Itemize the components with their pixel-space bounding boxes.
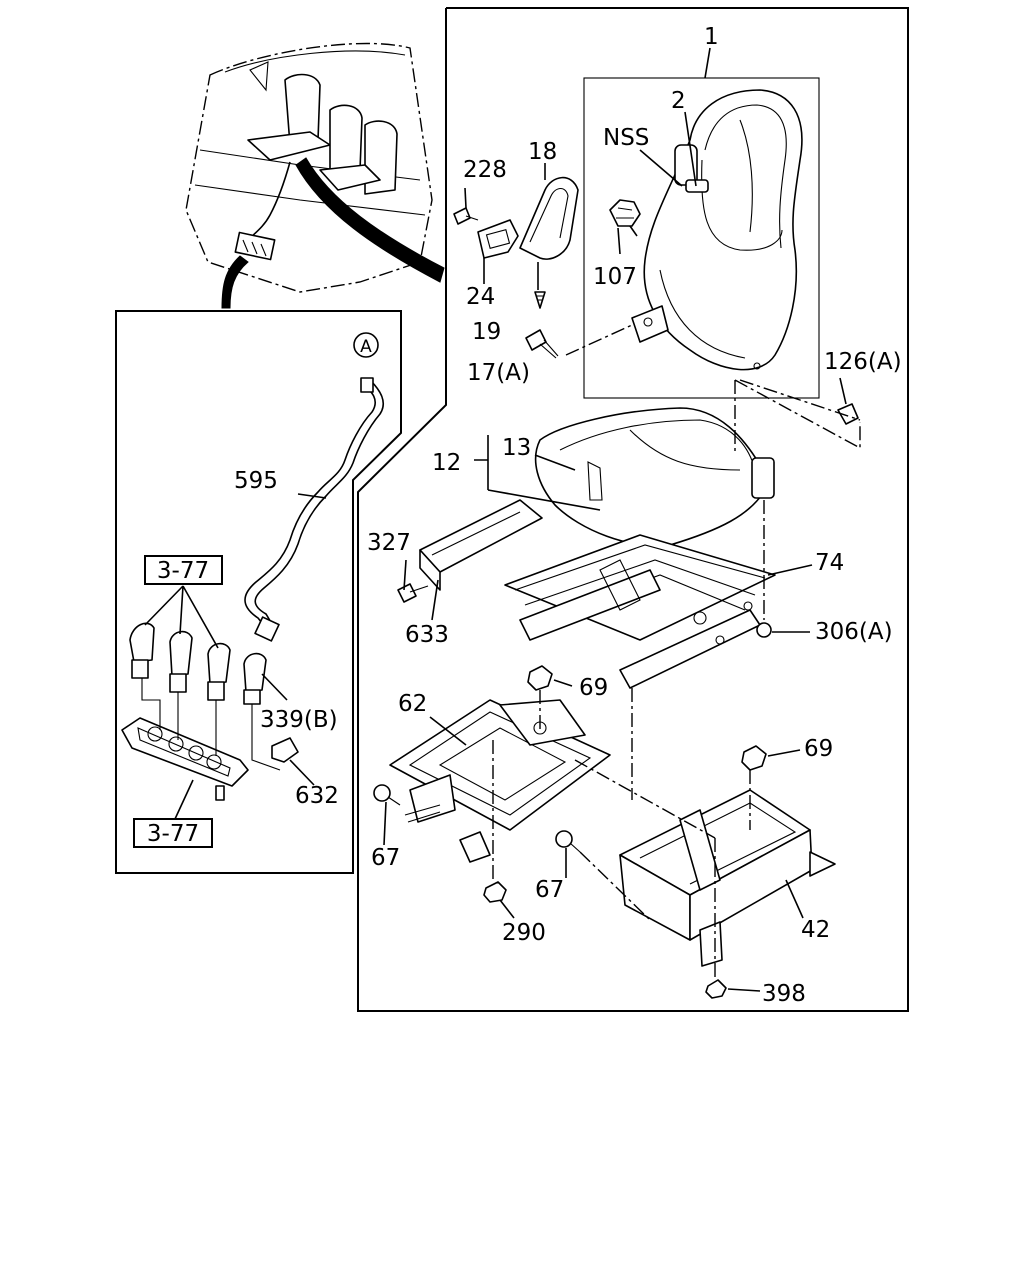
- callout-18: 18: [528, 139, 557, 165]
- box-top: [144, 555, 223, 585]
- connector-plate: [121, 717, 249, 801]
- callout-1: 1: [704, 24, 719, 50]
- callout-12: 12: [432, 450, 461, 476]
- seat-cushion: [534, 407, 775, 547]
- callout-632: 632: [295, 783, 339, 809]
- callout-nss: NSS: [603, 125, 649, 151]
- connectors-3-77: [129, 622, 267, 705]
- callout-69-top: 69: [579, 675, 608, 701]
- callout-labels: 1 2 NSS 18 228 24 19 107 17(A) 126(A) 13…: [147, 24, 902, 1007]
- callout-306a: 306(A): [815, 619, 893, 645]
- nut-290: [483, 881, 507, 903]
- bolt-67a: [373, 784, 401, 806]
- box-bottom-label: 3-77: [147, 821, 199, 847]
- callout-13: 13: [502, 435, 531, 461]
- inset-frame: [115, 310, 402, 874]
- nut-306a: [756, 622, 772, 638]
- leader-lines: [141, 47, 861, 992]
- callout-107: 107: [593, 264, 637, 290]
- ref-a-letter: A: [360, 337, 372, 357]
- cap-126a: [837, 403, 859, 425]
- callout-74: 74: [815, 550, 844, 576]
- callout-290: 290: [502, 920, 546, 946]
- seat-rails: [504, 534, 776, 689]
- callout-398: 398: [762, 981, 806, 1007]
- callout-17a: 17(A): [467, 360, 530, 386]
- callout-327: 327: [367, 530, 411, 556]
- seat-back: [631, 89, 803, 371]
- bolt-67b: [555, 830, 581, 853]
- callout-595: 595: [234, 468, 278, 494]
- base-62: [389, 699, 611, 863]
- callout-2: 2: [671, 88, 686, 114]
- callout-19: 19: [472, 319, 501, 345]
- callout-42: 42: [801, 917, 830, 943]
- nut-69a: [527, 665, 553, 691]
- harness-595: [244, 377, 385, 642]
- callout-24: 24: [466, 284, 495, 310]
- callout-633: 633: [405, 622, 449, 648]
- callout-339b: 339(B): [260, 707, 338, 733]
- callout-126a: 126(A): [824, 349, 902, 375]
- nut-398: [705, 979, 727, 999]
- side-bracket: [397, 499, 543, 603]
- seatback-sub-frame: [583, 77, 820, 399]
- callout-62: 62: [398, 691, 427, 717]
- box-bottom: [133, 818, 213, 848]
- recliner-lever: [453, 176, 579, 359]
- box-top-label: 3-77: [157, 558, 209, 584]
- main-frame: [357, 7, 909, 1012]
- callout-67-right: 67: [535, 877, 564, 903]
- nut-69b: [741, 745, 767, 771]
- cab-overview: [185, 42, 445, 309]
- knob-107: [609, 199, 641, 237]
- callout-67-left: 67: [371, 845, 400, 871]
- callout-228: 228: [463, 157, 507, 183]
- grommet-632: [271, 737, 299, 763]
- callout-69-right: 69: [804, 736, 833, 762]
- ref-a-circle: [353, 332, 379, 358]
